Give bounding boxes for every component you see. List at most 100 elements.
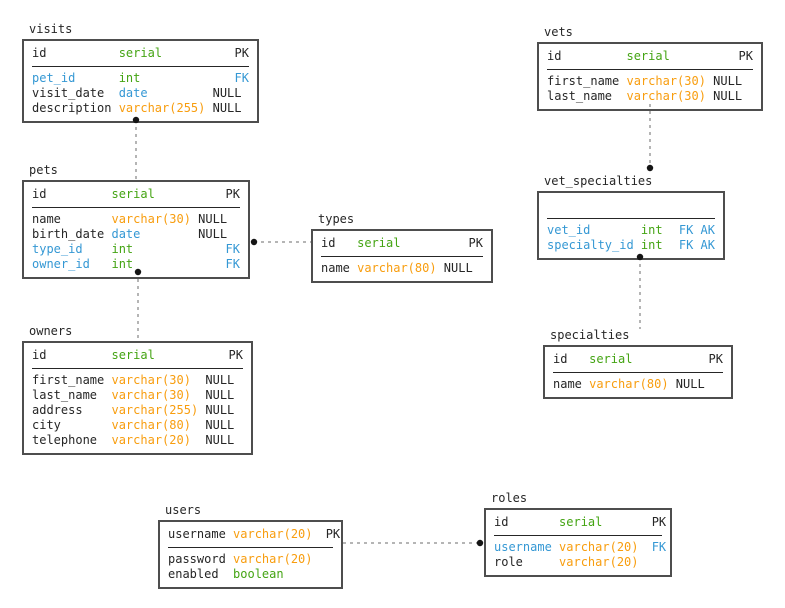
column-name: specialty_id	[547, 238, 634, 252]
column-name: username	[494, 540, 552, 554]
column-type: serial	[626, 49, 670, 63]
column-type: varchar(20)	[111, 433, 191, 447]
column-type: varchar(20)	[559, 555, 639, 569]
column-type: serial	[111, 187, 155, 201]
column-header-row: id serial PK	[553, 352, 723, 367]
column-keys	[237, 373, 243, 388]
column-name: id	[321, 236, 336, 250]
column-name: role	[494, 555, 523, 569]
column-type: serial	[118, 46, 163, 60]
column-type: int	[640, 223, 663, 237]
relation-endpoint-dot	[646, 164, 654, 172]
column-name: id	[32, 187, 47, 201]
column-name: telephone	[32, 433, 98, 447]
column-row: telephone varchar(20) NULL	[32, 433, 243, 448]
table-title: specialties	[550, 328, 630, 342]
column-nullable: NULL	[205, 403, 235, 417]
column-type: varchar(30)	[626, 89, 706, 103]
table-pk-section: id serial PK	[553, 351, 723, 373]
column-type: varchar(80)	[589, 377, 669, 391]
column-nullable: NULL	[713, 89, 743, 103]
table-title: roles	[491, 491, 528, 505]
column-keys: FK	[234, 71, 249, 85]
column-keys: FK	[651, 540, 667, 554]
column-keys: PK	[325, 527, 341, 541]
table-pk-section	[547, 197, 715, 219]
column-name: last_name	[547, 89, 613, 103]
column-type: varchar(30)	[111, 388, 191, 402]
column-keys	[656, 555, 662, 570]
column-type: serial	[111, 348, 155, 362]
table-title: owners	[29, 324, 73, 338]
column-keys	[237, 418, 243, 433]
table-title: users	[165, 503, 202, 517]
column-keys	[237, 403, 243, 418]
column-keys	[237, 433, 243, 448]
column-keys: PK	[738, 49, 753, 63]
column-name: id	[494, 515, 509, 529]
column-row: role varchar(20)	[494, 555, 662, 570]
column-keys	[237, 388, 243, 403]
column-name: name	[32, 212, 61, 226]
column-nullable: NULL	[205, 433, 235, 447]
column-name: pet_id	[32, 71, 76, 85]
column-keys: FK	[225, 257, 240, 271]
relation-endpoint-dot	[250, 238, 258, 246]
column-keys: PK	[651, 515, 667, 529]
column-name: description	[32, 101, 112, 115]
column-name: city	[32, 418, 61, 432]
table-title: visits	[29, 22, 73, 36]
column-keys	[709, 198, 715, 213]
column-name: id	[553, 352, 568, 366]
column-name: type_id	[32, 242, 83, 256]
column-name: birth_date	[32, 227, 105, 241]
column-nullable: NULL	[443, 261, 473, 275]
table-title: vets	[544, 25, 573, 39]
column-keys	[747, 89, 753, 104]
column-name: visit_date	[32, 86, 105, 100]
column-type: date	[118, 86, 148, 100]
column-type: varchar(30)	[626, 74, 706, 88]
column-header-row	[547, 198, 715, 213]
column-nullable: NULL	[675, 377, 705, 391]
column-keys: PK	[708, 352, 723, 366]
column-type: serial	[589, 352, 633, 366]
column-type: int	[640, 238, 663, 252]
column-type	[641, 198, 670, 213]
column-nullable: NULL	[212, 101, 242, 115]
column-keys	[234, 227, 240, 242]
column-name: password	[168, 552, 226, 566]
column-keys	[243, 101, 249, 116]
